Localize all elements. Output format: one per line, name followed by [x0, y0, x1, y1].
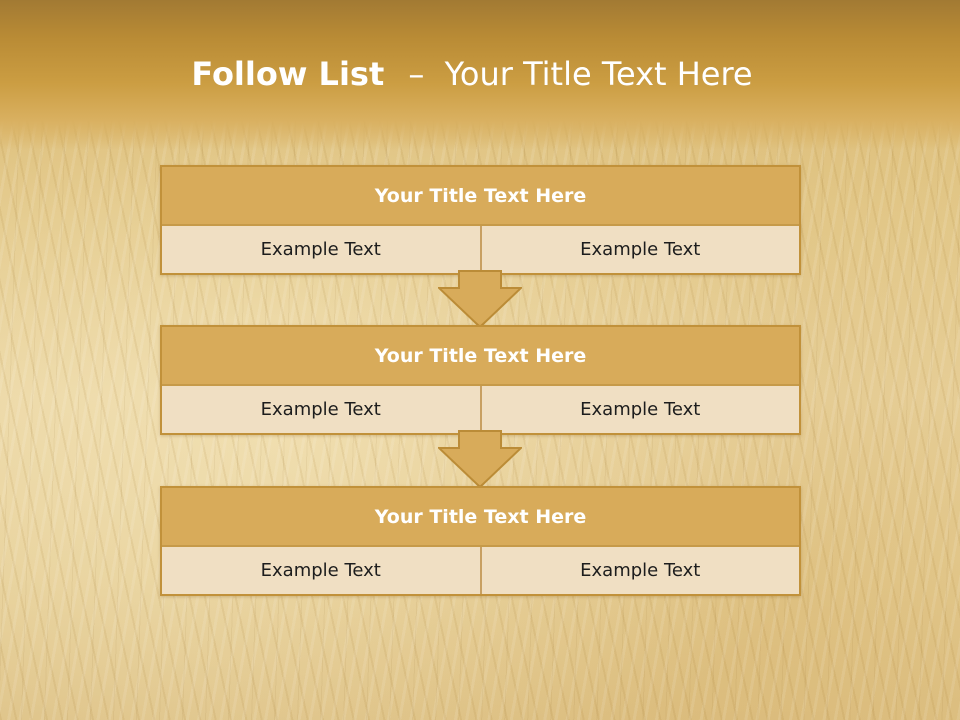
- block-row: Example Text Example Text: [162, 386, 799, 433]
- block-title: Your Title Text Here: [162, 327, 799, 386]
- list-block-2: Your Title Text Here Example Text Exampl…: [160, 325, 801, 435]
- block-cell-right: Example Text: [479, 226, 800, 273]
- block-title: Your Title Text Here: [162, 167, 799, 226]
- slide-title: Follow List – Your Title Text Here: [0, 55, 944, 93]
- block-cell-left: Example Text: [260, 560, 381, 581]
- list-block-1: Your Title Text Here Example Text Exampl…: [160, 165, 801, 275]
- block-cell-right: Example Text: [479, 547, 800, 594]
- list-block-3: Your Title Text Here Example Text Exampl…: [160, 486, 801, 596]
- block-row: Example Text Example Text: [162, 226, 799, 273]
- block-cell-left: Example Text: [260, 239, 381, 260]
- slide-title-text: Your Title Text Here: [444, 55, 753, 93]
- slide-title-bold: Follow List: [191, 55, 385, 93]
- down-arrow-icon: [438, 430, 522, 488]
- block-row: Example Text Example Text: [162, 547, 799, 594]
- block-title: Your Title Text Here: [162, 488, 799, 547]
- block-cell-left: Example Text: [260, 399, 381, 420]
- slide-title-separator: –: [408, 55, 425, 93]
- block-cell-right: Example Text: [479, 386, 800, 433]
- title-banner: [0, 0, 960, 150]
- down-arrow-icon: [438, 270, 522, 328]
